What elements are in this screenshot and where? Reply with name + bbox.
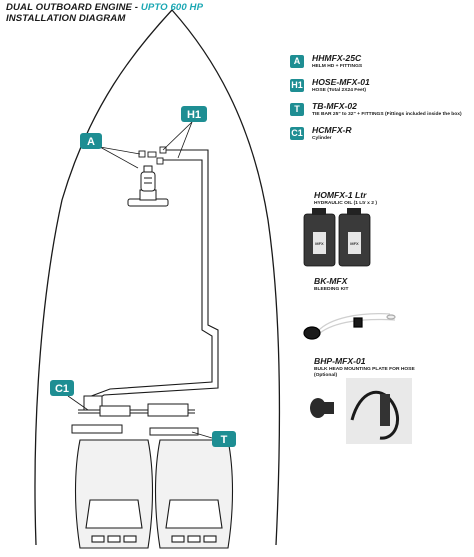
bottle-label-left: MFX [315, 241, 324, 246]
legend-item-h1: H1 HOSE-MFX-01 HOSE (Total 2X24 Feet) [286, 77, 474, 99]
legend-badge: H1 [290, 79, 304, 92]
callout-c1: C1 [50, 380, 89, 411]
title-line-1: DUAL OUTBOARD ENGINE - UPTO 600 HP [6, 2, 203, 13]
title-prefix: DUAL OUTBOARD ENGINE - [6, 2, 141, 13]
hose-route [85, 149, 219, 403]
legend-badge: C1 [290, 127, 304, 140]
legend-desc: HOSE (Total 2X24 Feet) [312, 88, 366, 93]
boat-hull-outline [34, 9, 281, 546]
hydraulic-oil-bottles: MFX MFX [303, 208, 371, 267]
legend-code: HOSE-MFX-01 [312, 77, 370, 87]
page-title: DUAL OUTBOARD ENGINE - UPTO 600 HP INSTA… [6, 2, 203, 24]
legend-desc: HELM HD + FITTINGS [312, 64, 363, 69]
helm-fittings [138, 146, 167, 165]
legend-code: HCMFX-R [312, 125, 352, 135]
product-desc: BLEEDING KIT [314, 287, 349, 292]
product-code: HOMFX-1 Ltr [314, 190, 367, 200]
product-bleeding-kit: BK-MFX BLEEDING KIT [314, 276, 349, 292]
callout-t: T [191, 431, 236, 447]
callout-a-label: A [87, 136, 95, 148]
legend-desc: Cylinder [312, 136, 332, 141]
legend-desc: TIE BAR 25" to 32" + FITTINGS (Fittings … [312, 112, 462, 117]
product-desc: HYDRAULIC OIL (1 Ltr x 2 ) [314, 201, 377, 206]
product-hydraulic-oil: HOMFX-1 Ltr HYDRAULIC OIL (1 Ltr x 2 ) [314, 190, 377, 206]
bottle-label-right: MFX [350, 241, 359, 246]
callout-h1: H1 [162, 106, 207, 159]
tie-bar [71, 395, 199, 436]
legend-badge: A [290, 55, 304, 68]
product-bulkhead-plate: BHP-MFX-01 BULK HEAD MOUNTING PLATE FOR … [314, 356, 415, 378]
legend-item-a: A HHMFX-25C HELM HD + FITTINGS [286, 53, 474, 75]
title-accent: UPTO 600 HP [140, 2, 204, 13]
legend-code: TB-MFX-02 [312, 101, 357, 111]
callout-a: A [80, 133, 141, 169]
product-note: (Optional) [314, 373, 338, 378]
bleeding-kit [303, 313, 396, 340]
helm-pump [127, 165, 169, 207]
legend-item-t: T TB-MFX-02 TIE BAR 25" to 32" + FITTING… [286, 101, 474, 123]
legend-badge: T [290, 103, 304, 116]
legend-item-c1: C1 HCMFX-R Cylinder [286, 125, 474, 147]
callout-t-label: T [221, 434, 228, 446]
bulkhead-plate [310, 378, 412, 444]
parts-legend: A HHMFX-25C HELM HD + FITTINGS H1 HOSE-M… [286, 53, 474, 149]
product-code: BHP-MFX-01 [314, 356, 366, 366]
engine-right [154, 439, 234, 549]
product-desc: BULK HEAD MOUNTING PLATE FOR HOSE [314, 367, 415, 372]
engine-left [74, 439, 154, 549]
title-line-2: INSTALLATION DIAGRAM [6, 13, 126, 24]
legend-code: HHMFX-25C [312, 53, 362, 63]
callout-c1-label: C1 [55, 383, 69, 395]
product-code: BK-MFX [314, 276, 348, 286]
callout-h1-label: H1 [187, 109, 201, 121]
